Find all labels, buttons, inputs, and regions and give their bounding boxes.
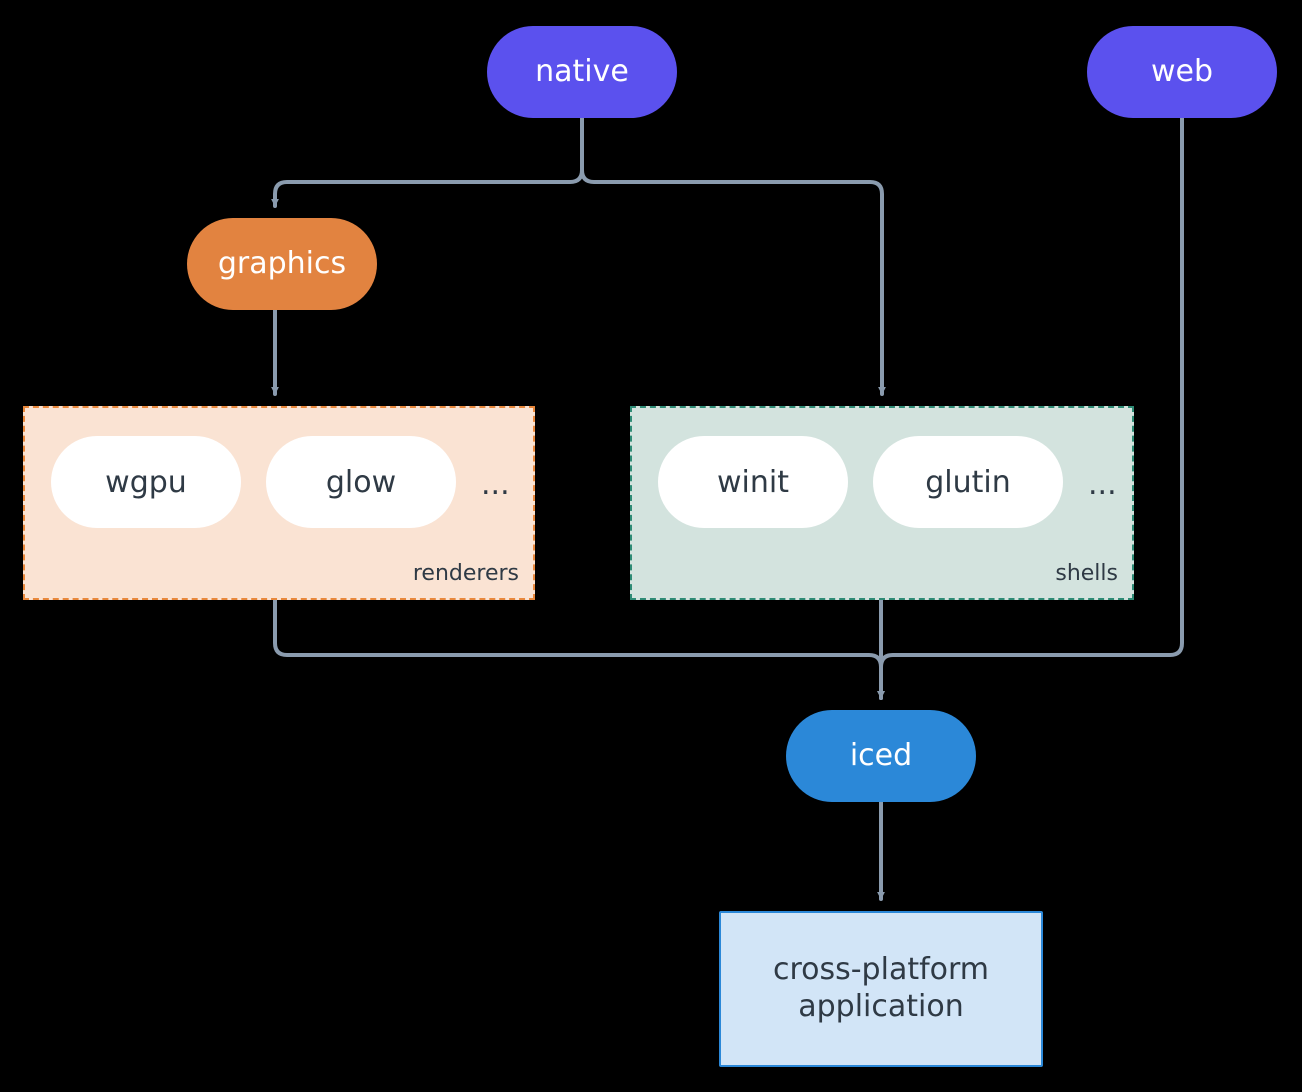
edge-native-bus: [271, 116, 584, 208]
node-native[interactable]: native: [487, 26, 677, 118]
renderers-ellipsis: ...: [481, 467, 510, 502]
leaf-glow[interactable]: glow: [266, 436, 456, 528]
edge-renderers-iced: [273, 598, 885, 700]
node-graphics-label: graphics: [217, 245, 347, 281]
node-application-label-line1: cross-platform: [772, 952, 990, 988]
leaf-wgpu-label: wgpu: [105, 464, 187, 500]
leaf-glow-label: glow: [325, 464, 397, 500]
cluster-shells-label: shells: [1055, 561, 1118, 586]
node-web-label: web: [1150, 53, 1214, 89]
cluster-renderers-label: renderers: [412, 561, 519, 586]
node-iced-label: iced: [849, 737, 913, 773]
node-application-label-line2: application: [798, 989, 964, 1024]
leaf-winit[interactable]: winit: [658, 436, 848, 528]
leaf-wgpu[interactable]: wgpu: [51, 436, 241, 528]
cluster-renderers: wgpu glow ... renderers: [23, 406, 535, 600]
node-application[interactable]: cross-platform application: [719, 911, 1043, 1067]
node-web[interactable]: web: [1087, 26, 1277, 118]
node-iced[interactable]: iced: [786, 710, 976, 802]
shells-ellipsis: ...: [1088, 467, 1117, 502]
node-graphics[interactable]: graphics: [187, 218, 377, 310]
edge-native-shells: [580, 116, 886, 396]
leaf-glutin-label: glutin: [925, 464, 1011, 500]
leaf-winit-label: winit: [717, 464, 789, 500]
leaf-glutin[interactable]: glutin: [873, 436, 1063, 528]
cluster-shells: winit glutin ... shells: [630, 406, 1134, 600]
node-native-label: native: [535, 53, 629, 89]
